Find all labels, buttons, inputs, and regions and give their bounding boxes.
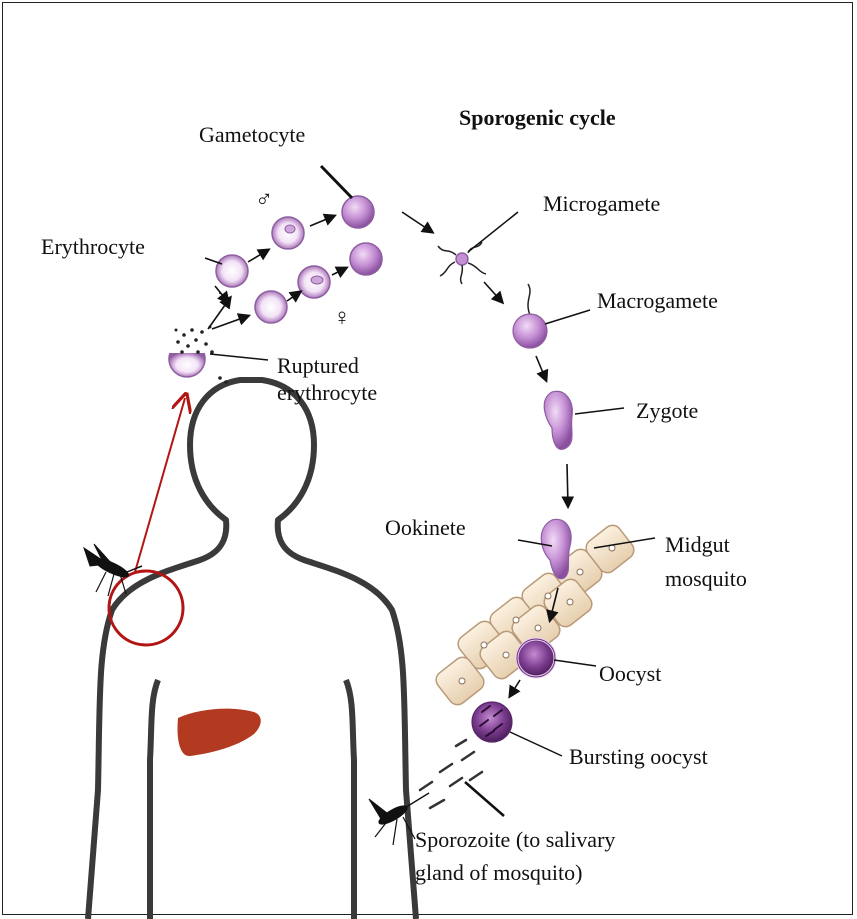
zygote [544, 391, 572, 449]
label-bursting-oocyst: Bursting oocyst [569, 743, 708, 770]
label-midgut-line1: Midgut [665, 531, 730, 558]
label-midgut-line2: mosquito [665, 565, 747, 592]
label-oocyst: Oocyst [599, 660, 661, 687]
label-ookinete: Ookinete [385, 514, 466, 541]
ookinete [541, 519, 571, 578]
leader-lines [205, 166, 655, 816]
sporozoite-dashes [420, 740, 482, 808]
label-macrogamete: Macrogamete [597, 287, 718, 314]
label-ruptured-line2: erythrocyte [277, 379, 377, 406]
oocyst [517, 639, 555, 677]
label-ruptured-line1: Ruptured [277, 352, 359, 379]
label-gametocyte: Gametocyte [199, 121, 305, 148]
label-zygote: Zygote [636, 397, 698, 424]
erythrocytes [216, 217, 330, 323]
gametocytes [342, 196, 382, 275]
label-sporozoite-line2: gland of mosquito) [415, 859, 582, 886]
label-erythrocyte: Erythrocyte [41, 233, 145, 260]
macrogamete [513, 284, 547, 348]
red-arrow [135, 398, 185, 572]
male-symbol: ♂ [255, 187, 273, 214]
human-silhouette [88, 380, 416, 919]
diagram-title: Sporogenic cycle [459, 104, 616, 131]
label-microgamete: Microgamete [543, 190, 660, 217]
female-symbol: ♀ [333, 305, 351, 332]
liver-icon [178, 709, 261, 756]
label-sporozoite-line1: Sporozoite (to salivary [415, 826, 615, 853]
bursting-oocyst [472, 702, 512, 742]
microgamete [438, 242, 486, 284]
